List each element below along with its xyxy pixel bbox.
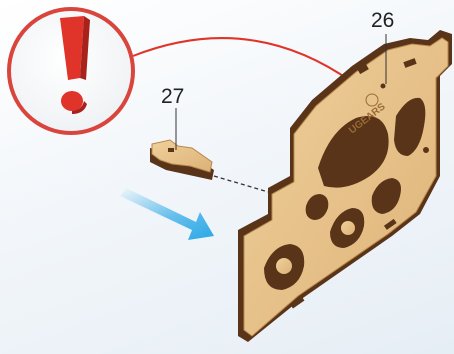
- wooden-peg-part-27: [150, 108, 214, 180]
- warning-callout: [9, 9, 133, 133]
- blue-arrow-icon: [120, 188, 214, 240]
- red-pointer-arrow: [133, 38, 362, 90]
- wooden-panel-part-26: UGEARS: [238, 30, 452, 342]
- part-number-26: 26: [371, 10, 394, 31]
- part-number-27: 27: [161, 86, 184, 107]
